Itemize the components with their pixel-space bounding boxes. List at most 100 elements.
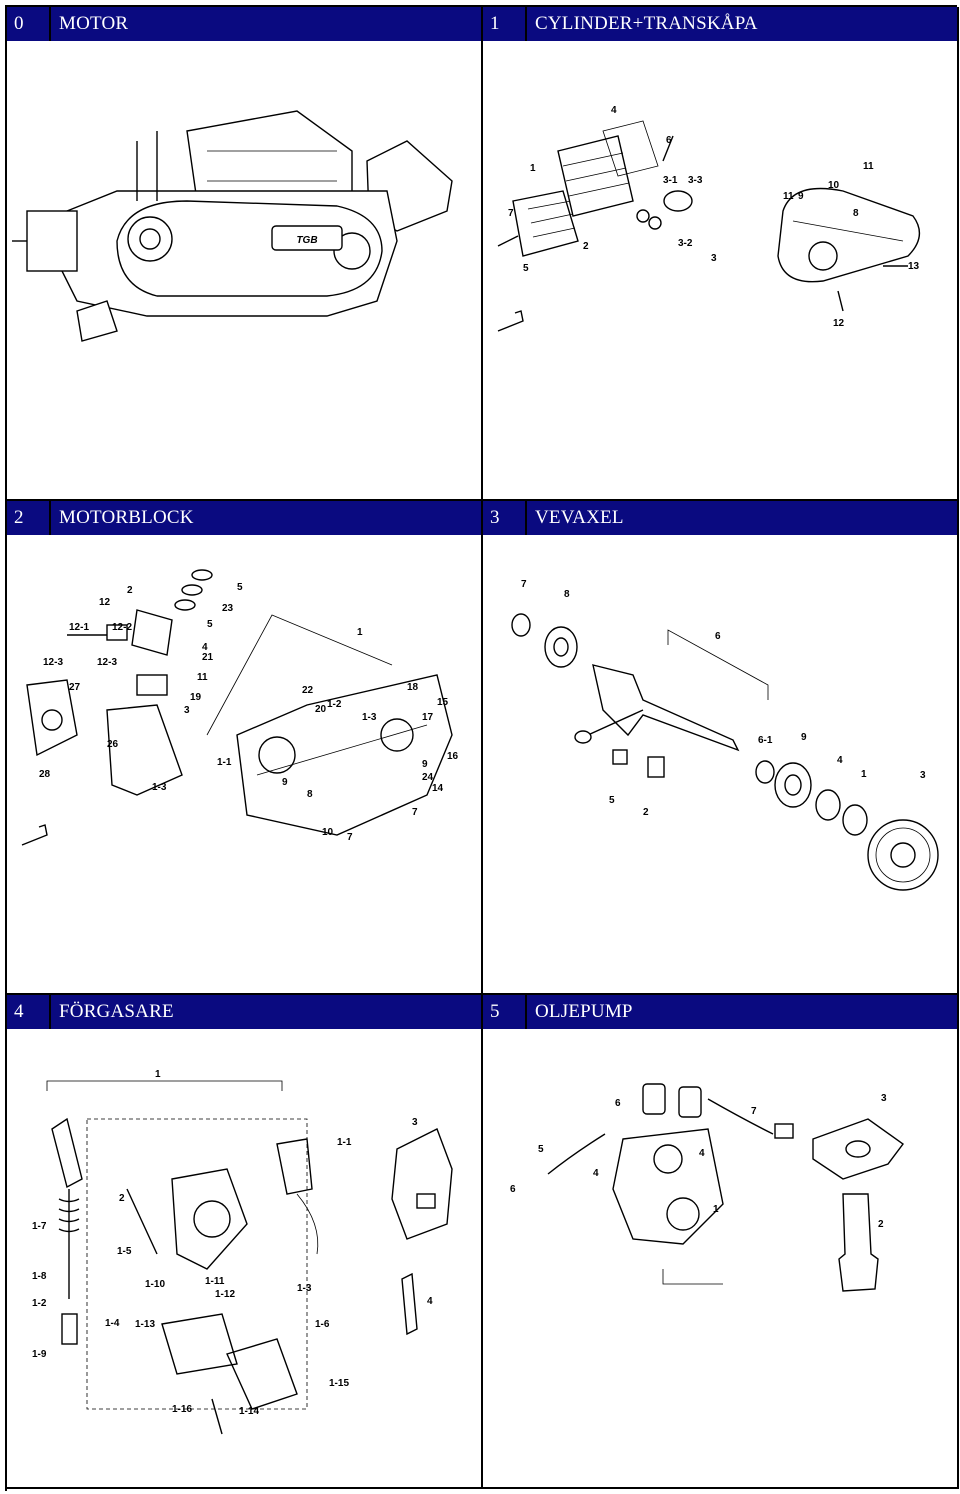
tgb-logo: TGB [296,235,317,246]
part-callout-label: 13 [908,261,920,272]
part-callout-label: 1-7 [32,1221,47,1232]
part-callout-label: 1 [357,627,363,638]
part-callout-label: 23 [222,603,234,614]
part-callout-label: 1-6 [315,1319,330,1330]
part-callout-label: 7 [508,208,514,219]
motorblock-drawing: 1 1-1 1-2 1-3 1-3 2 3 4 5 5 7 7 8 9 9 10 [21,569,459,846]
section-oljepump: 5 OLJEPUMP [483,995,959,1489]
part-callout-label: 6 [615,1098,621,1109]
part-callout-label: 5 [207,619,213,630]
cylinder-drawing: 1 2 3 3-1 3-2 3-3 4 5 6 7 8 9 10 11 11 1… [497,105,921,332]
part-callout-label: 2 [878,1219,884,1230]
part-callout-label: 1-9 [32,1349,47,1360]
part-callout-label: 3 [184,705,190,716]
part-callout-label: 1-16 [172,1404,192,1415]
part-callout-label: 19 [190,692,202,703]
part-callout-label: 22 [302,685,314,696]
part-callout-label: 27 [69,682,81,693]
section-number: 5 [483,995,527,1029]
carb-callouts: 1 1-1 1-2 1-3 1-4 1-5 1-6 1-7 1-8 1-9 1-… [32,1069,433,1417]
part-callout-label: 3-1 [663,175,678,186]
part-callout-label: 21 [202,652,214,663]
crank-callouts: 1 2 3 4 5 6 6-1 7 8 9 [521,579,926,818]
part-callout-label: 4 [202,642,208,653]
part-callout-label: 1-1 [337,1137,352,1148]
part-callout-label: 1-3 [152,782,167,793]
part-callout-label: 3 [881,1093,887,1104]
part-callout-label: 2 [127,585,133,596]
section-motorblock: 2 MOTORBLOCK [7,501,483,995]
part-callout-label: 4 [837,755,843,766]
vevaxel-diagram[interactable]: 1 2 3 4 5 6 6-1 7 8 9 [483,535,957,993]
part-callout-label: 1 [861,769,867,780]
section-number: 3 [483,501,527,535]
part-callout-label: 17 [422,712,434,723]
part-callout-label: 9 [798,191,804,202]
part-callout-label: 1-12 [215,1289,235,1300]
part-callout-label: 1-10 [145,1279,165,1290]
section-vevaxel: 3 VEVAXEL [483,501,959,995]
part-callout-label: 5 [538,1144,544,1155]
part-callout-label: 2 [643,807,649,818]
part-callout-label: 6 [666,135,672,146]
part-callout-label: 7 [347,832,353,843]
cylinder-callouts: 1 2 3 3-1 3-2 3-3 4 5 6 7 8 9 10 11 11 1… [508,105,920,329]
part-callout-label: 1-8 [32,1271,47,1282]
forgasare-diagram[interactable]: 1 1-1 1-2 1-3 1-4 1-5 1-6 1-7 1-8 1-9 1-… [7,1029,481,1487]
motor-drawing: TGB [12,110,453,342]
part-callout-label: 5 [523,263,529,274]
part-callout-label: 15 [437,697,449,708]
part-callout-label: 2 [119,1193,125,1204]
part-callout-label: 7 [412,807,418,818]
section-title: OLJEPUMP [535,1001,633,1022]
part-callout-label: 3-3 [688,175,703,186]
part-callout-label: 12 [99,597,111,608]
cylinder-diagram[interactable]: 1 2 3 3-1 3-2 3-3 4 5 6 7 8 9 10 11 11 1… [483,41,957,499]
part-callout-label: 18 [407,682,419,693]
part-callout-label: 9 [801,732,807,743]
section-header: 0 MOTOR [7,7,481,41]
section-number: 1 [483,7,527,41]
part-callout-label: 11 [863,161,874,172]
section-header: 2 MOTORBLOCK [7,501,481,535]
section-title: MOTOR [59,13,129,34]
section-number: 2 [7,501,51,535]
motorblock-diagram[interactable]: 1 1-1 1-2 1-3 1-3 2 3 4 5 5 7 7 8 9 9 10 [7,535,481,993]
part-callout-label: 1-11 [205,1276,225,1287]
part-callout-label: 20 [315,704,327,715]
forgasare-drawing: 1 1-1 1-2 1-3 1-4 1-5 1-6 1-7 1-8 1-9 1-… [32,1069,453,1435]
part-callout-label: 4 [593,1168,599,1179]
part-callout-label: 6 [510,1184,516,1195]
part-callout-label: 1-2 [327,699,342,710]
section-header: 1 CYLINDER+TRANSKÅPA [483,7,957,41]
part-callout-label: 1-3 [362,712,377,723]
part-callout-label: 1 [713,1204,719,1215]
part-callout-label: 3-2 [678,238,693,249]
part-callout-label: 4 [699,1148,705,1159]
part-callout-label: 3 [412,1117,418,1128]
part-callout-label: 6 [715,631,721,642]
part-callout-label: 7 [751,1106,757,1117]
block-callouts: 1 1-1 1-2 1-3 1-3 2 3 4 5 5 7 7 8 9 9 10 [39,582,459,843]
part-callout-label: 12-2 [112,622,132,633]
part-callout-label: 12 [833,318,845,329]
part-callout-label: 9 [422,759,428,770]
part-callout-label: 14 [432,783,444,794]
part-callout-label: 1-14 [239,1406,259,1417]
section-header: 3 VEVAXEL [483,501,957,535]
motor-diagram[interactable]: TGB [7,41,481,499]
oljepump-drawing: 1 2 3 4 4 5 6 6 7 [510,1083,904,1292]
part-callout-label: 4 [611,105,617,116]
part-callout-label: 1-15 [329,1378,349,1389]
section-title: FÖRGASARE [59,1001,174,1022]
part-callout-label: 3 [920,770,926,781]
part-callout-label: 11 [197,672,208,683]
part-callout-label: 12-3 [43,657,63,668]
part-callout-label: 7 [521,579,527,590]
part-callout-label: 1 [155,1069,161,1080]
section-title: CYLINDER+TRANSKÅPA [535,13,758,34]
oljepump-diagram[interactable]: 1 2 3 4 4 5 6 6 7 [483,1029,957,1487]
part-callout-label: 1-4 [105,1318,120,1329]
part-callout-label: 10 [322,827,334,838]
part-callout-label: 3 [711,253,717,264]
